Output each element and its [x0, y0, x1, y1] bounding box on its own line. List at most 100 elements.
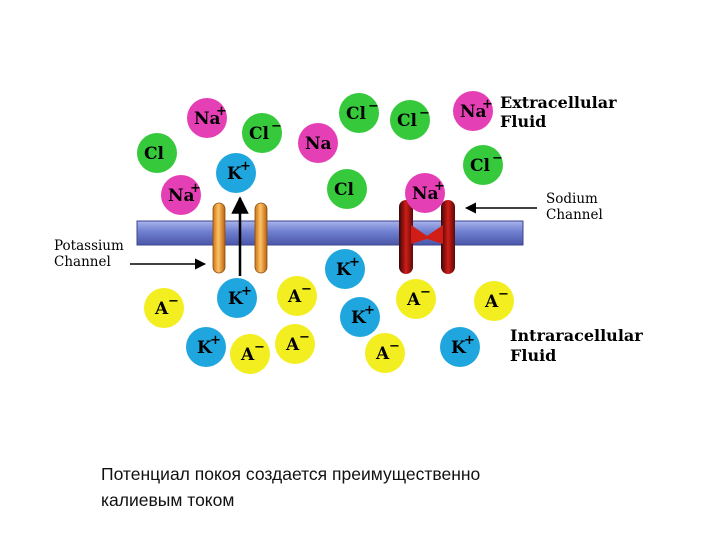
ion-charge: − — [419, 106, 430, 121]
ion-symbol: A — [406, 290, 421, 310]
ion-k-23: K+ — [440, 327, 480, 367]
ion-symbol: K — [336, 260, 352, 280]
sodium-channel-label-line2: Channel — [546, 207, 603, 223]
ion-circle — [327, 169, 367, 209]
ion-charge: + — [240, 159, 251, 174]
ion-charge: + — [434, 179, 445, 194]
ion-cl-5: Cl− — [242, 113, 282, 153]
ion-circle — [161, 175, 201, 215]
ion-symbol: Na — [412, 184, 439, 204]
ion-charge: + — [216, 104, 227, 119]
ion-symbol: K — [451, 338, 467, 358]
ion-na-0: Na+ — [187, 98, 227, 138]
sodium-channel — [399, 200, 455, 274]
ion-symbol: Cl — [346, 104, 367, 124]
potassium-channel — [212, 196, 268, 276]
ion-circle — [390, 100, 430, 140]
ion-circle — [440, 327, 480, 367]
ion-circle — [474, 281, 514, 321]
sodium-channel-right — [441, 200, 455, 274]
ion-a-18: A− — [474, 281, 514, 321]
ion-a-13: A− — [144, 288, 184, 328]
sodium-channel-left — [399, 200, 413, 274]
ion-symbol: A — [240, 345, 255, 365]
intracellular-label-line1: Intraracellular — [510, 326, 643, 345]
ion-charge: + — [464, 333, 475, 348]
ion-cl-8: Cl− — [463, 145, 503, 185]
ion-symbol: Cl — [144, 144, 165, 164]
ion-a-22: A− — [365, 333, 405, 373]
ion-cl-10: Cl — [327, 169, 367, 209]
ion-circle — [339, 93, 379, 133]
ion-circle — [217, 278, 257, 318]
caption-line1: Потенциал покоя создается преимущественн… — [101, 464, 481, 484]
potassium-channel-left — [212, 202, 226, 274]
ion-charge: − — [492, 151, 503, 166]
potassium-channel-label-line1: Potassium — [54, 238, 124, 254]
ion-symbol: Cl — [249, 124, 270, 144]
ion-na-4: Na+ — [453, 91, 493, 131]
potassium-channel-right — [254, 202, 268, 274]
ion-circle — [216, 153, 256, 193]
ion-charge: + — [241, 284, 252, 299]
ion-circle — [340, 297, 380, 337]
ion-k-19: K+ — [186, 327, 226, 367]
ion-circle — [230, 334, 270, 374]
ion-symbol: Na — [168, 186, 195, 206]
ion-circle — [298, 123, 338, 163]
ion-k-16: K+ — [340, 297, 380, 337]
ion-cl-1: Cl− — [339, 93, 379, 133]
ion-circle — [277, 276, 317, 316]
ion-charge: − — [368, 99, 379, 114]
ion-k-12: K+ — [325, 249, 365, 289]
sodium-channel-gate-right — [424, 225, 443, 244]
ion-circle — [186, 327, 226, 367]
ion-na-6: Na — [298, 123, 338, 163]
ion-symbol: Na — [194, 109, 221, 129]
ion-circle — [242, 113, 282, 153]
sodium-channel-gate-left — [411, 225, 430, 244]
ion-charge: − — [389, 339, 400, 354]
sodium-channel-label-line1: Sodium — [546, 191, 598, 207]
ion-symbol: Na — [305, 134, 332, 154]
caption: Потенциал покоя создается преимущественн… — [101, 461, 661, 513]
ion-symbol: Na — [460, 102, 487, 122]
ion-symbol: A — [285, 335, 300, 355]
ion-charge: − — [420, 285, 431, 300]
ion-circle — [137, 133, 177, 173]
ion-a-20: A− — [230, 334, 270, 374]
ion-charge: + — [364, 303, 375, 318]
ion-circle — [396, 279, 436, 319]
ion-symbol: Cl — [470, 156, 491, 176]
ion-charge: − — [271, 119, 282, 134]
ion-symbol: A — [375, 344, 390, 364]
ion-symbol: A — [287, 287, 302, 307]
ion-circle — [365, 333, 405, 373]
ion-charge: − — [254, 340, 265, 355]
ion-cl-2: Cl− — [390, 100, 430, 140]
extracellular-label-line1: Extracellular — [500, 93, 617, 112]
ion-symbol: K — [351, 308, 367, 328]
ion-cl-3: Cl — [137, 133, 177, 173]
intracellular-label-line2: Fluid — [510, 346, 556, 365]
ion-circle — [144, 288, 184, 328]
ion-charge: + — [210, 333, 221, 348]
ion-symbol: Cl — [397, 111, 418, 131]
ion-circle — [275, 324, 315, 364]
ion-symbol: Cl — [334, 180, 355, 200]
ion-charge: + — [482, 97, 493, 112]
ion-charge: − — [498, 287, 509, 302]
ion-circle — [453, 91, 493, 131]
ion-a-15: A− — [277, 276, 317, 316]
ion-k-14: K+ — [217, 278, 257, 318]
ion-charge: − — [301, 282, 312, 297]
cell-membrane — [136, 220, 524, 246]
ion-a-17: A− — [396, 279, 436, 319]
ion-circle — [187, 98, 227, 138]
extracellular-label-line2: Fluid — [500, 112, 546, 131]
ion-symbol: A — [484, 292, 499, 312]
ion-circle — [463, 145, 503, 185]
ion-charge: − — [168, 294, 179, 309]
